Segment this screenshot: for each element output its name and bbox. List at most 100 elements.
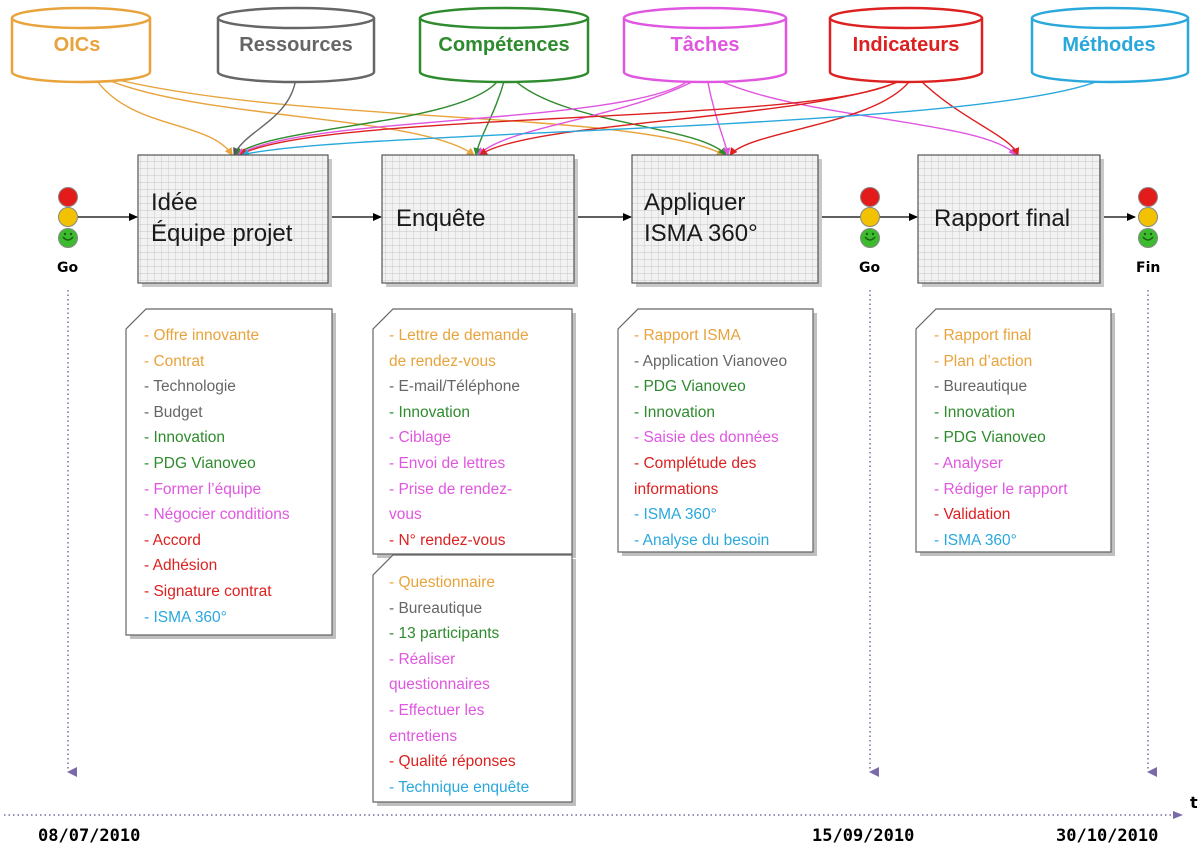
note-line-competences: - Innovation <box>934 403 1015 421</box>
traffic-light-go1 <box>58 187 78 248</box>
note-line-methodes: - Technique enquête <box>389 778 530 796</box>
stage-box-appliquer <box>631 154 819 284</box>
stage-box-rapport <box>917 154 1101 284</box>
note-line-oics: - Rapport ISMA <box>634 327 741 344</box>
note-line-oics: - Offre innovante <box>144 327 260 344</box>
connector-oics-1 <box>102 77 475 156</box>
note-shape-note-idee <box>125 308 333 636</box>
light-red-icon <box>58 187 78 207</box>
note-line-competences: - Innovation <box>144 429 225 447</box>
connector-ressources-3 <box>233 77 297 156</box>
note-rapport-text: - Rapport final- Plan d’action- Bureauti… <box>934 323 1068 553</box>
milestone-go-label: Go <box>57 260 79 276</box>
light-red-icon <box>1138 187 1158 207</box>
connector-indicateurs-13 <box>729 77 913 156</box>
note-line-competences: - PDG Vianoveo <box>634 378 746 396</box>
note-shape-note-enquete-1 <box>372 308 573 555</box>
traffic-light-go2 <box>860 187 880 248</box>
note-line-taches: - Réaliser <box>389 650 456 668</box>
db-label-competences: Compétences <box>438 34 570 56</box>
light-red-icon <box>860 187 880 207</box>
cylinder-top-ressources <box>216 6 376 30</box>
note-line-methodes: - ISMA 360° <box>144 608 227 626</box>
connector-competences-4 <box>235 77 501 156</box>
note-line-taches: - Prise de rendez- <box>389 480 513 498</box>
connector-taches-8 <box>477 77 701 156</box>
note-line-taches: - Analyser <box>934 454 1003 472</box>
date-end: 30/10/2010 <box>1056 826 1159 846</box>
smiley-mouth-icon <box>62 236 74 241</box>
database-cylinder-indicateurs <box>828 6 984 84</box>
note-line-oics: - Plan d’action <box>934 352 1033 370</box>
note-line-taches: - Rédiger le rapport <box>934 480 1068 498</box>
light-green-icon <box>58 228 78 248</box>
connector-indicateurs-12 <box>479 77 908 156</box>
note-line-oics: - Contrat <box>144 352 205 370</box>
note-line-indicateurs: - Qualité réponses <box>389 753 516 771</box>
stage-rapport-line-1: Rapport final <box>934 205 1071 232</box>
note-line-ressources: - Bureautique <box>934 378 1028 396</box>
stage-appliquer-line-1: Appliquer <box>644 189 746 216</box>
connector-taches-10 <box>713 77 1017 156</box>
connector-oics-0 <box>94 77 233 156</box>
note-line-taches: - Négocier conditions <box>144 506 290 524</box>
stage-box-idee <box>137 154 329 284</box>
database-cylinder-taches <box>622 6 788 84</box>
cylinder-body-indicateurs <box>828 18 984 84</box>
traffic-light-layer <box>58 187 1158 248</box>
note-line-competences: - Innovation <box>389 403 470 421</box>
note-line-taches: - Saisie des données <box>634 429 779 447</box>
note-enquete-2-text: - Questionnaire- Bureautique- 13 partici… <box>389 570 529 800</box>
database-cylinder-oics <box>10 6 152 84</box>
note-line-taches: entretiens <box>389 727 458 745</box>
connector-indicateurs-14 <box>917 77 1020 156</box>
milestone-go-label-2: Go <box>859 260 881 276</box>
cylinder-top-competences <box>418 6 590 30</box>
db-label-methodes: Méthodes <box>1062 34 1156 56</box>
note-line-taches: vous <box>389 506 422 524</box>
date-start: 08/07/2010 <box>38 826 141 846</box>
note-layer <box>125 308 1115 806</box>
smiley-eye-icon <box>63 232 67 236</box>
cylinder-body-methodes <box>1030 18 1190 84</box>
note-line-taches: - Effectuer les <box>389 701 485 719</box>
stage-enquete-label: Enquête <box>396 203 485 234</box>
note-line-indicateurs: informations <box>634 480 719 498</box>
note-line-ressources: - Budget <box>144 403 203 421</box>
note-line-taches: questionnaires <box>389 676 490 694</box>
light-green-icon <box>860 228 880 248</box>
db-label-indicateurs: Indicateurs <box>852 34 960 56</box>
note-idee-text: - Offre innovante - Contrat - Technologie -… <box>144 323 290 630</box>
db-label-ressources: Ressources <box>239 34 353 56</box>
milestone-fin-label: Fin <box>1136 260 1161 276</box>
stage-idee-label: Idée Équipe projet <box>151 187 292 249</box>
database-cylinder-competences <box>418 6 590 84</box>
note-line-taches: - Ciblage <box>389 429 452 447</box>
stage-box-enquete <box>381 154 575 284</box>
stage-layer <box>137 154 1104 287</box>
cylinder-top-oics <box>10 6 152 30</box>
connector-oics-2 <box>109 77 725 156</box>
database-layer <box>10 6 1190 84</box>
note-line-competences: - Innovation <box>634 403 715 421</box>
cylinder-top-methodes <box>1030 6 1190 30</box>
note-line-indicateurs: - Signature contrat <box>144 582 272 600</box>
database-cylinder-ressources <box>216 6 376 84</box>
stage-appliquer-line-2: ISMA 360° <box>644 220 758 247</box>
note-line-methodes: - Analyse du besoin <box>634 531 770 549</box>
note-line-methodes: - ISMA 360° <box>634 506 717 524</box>
note-line-indicateurs: - N° rendez-vous <box>389 531 506 549</box>
note-line-competences: - 13 participants <box>389 625 500 643</box>
note-line-ressources: - E-mail/Téléphone <box>389 378 520 396</box>
note-shape-note-appliquer <box>617 308 814 553</box>
note-line-ressources: - Technologie <box>144 378 236 396</box>
smiley-mouth-icon <box>864 236 876 241</box>
smiley-eye-icon <box>871 232 875 236</box>
note-line-methodes: - ISMA 360° <box>934 531 1017 549</box>
cylinder-body-oics <box>10 18 152 84</box>
time-axis-label: t <box>1190 793 1198 812</box>
cylinder-top-indicateurs <box>828 6 984 30</box>
note-line-competences: - PDG Vianoveo <box>934 429 1046 447</box>
